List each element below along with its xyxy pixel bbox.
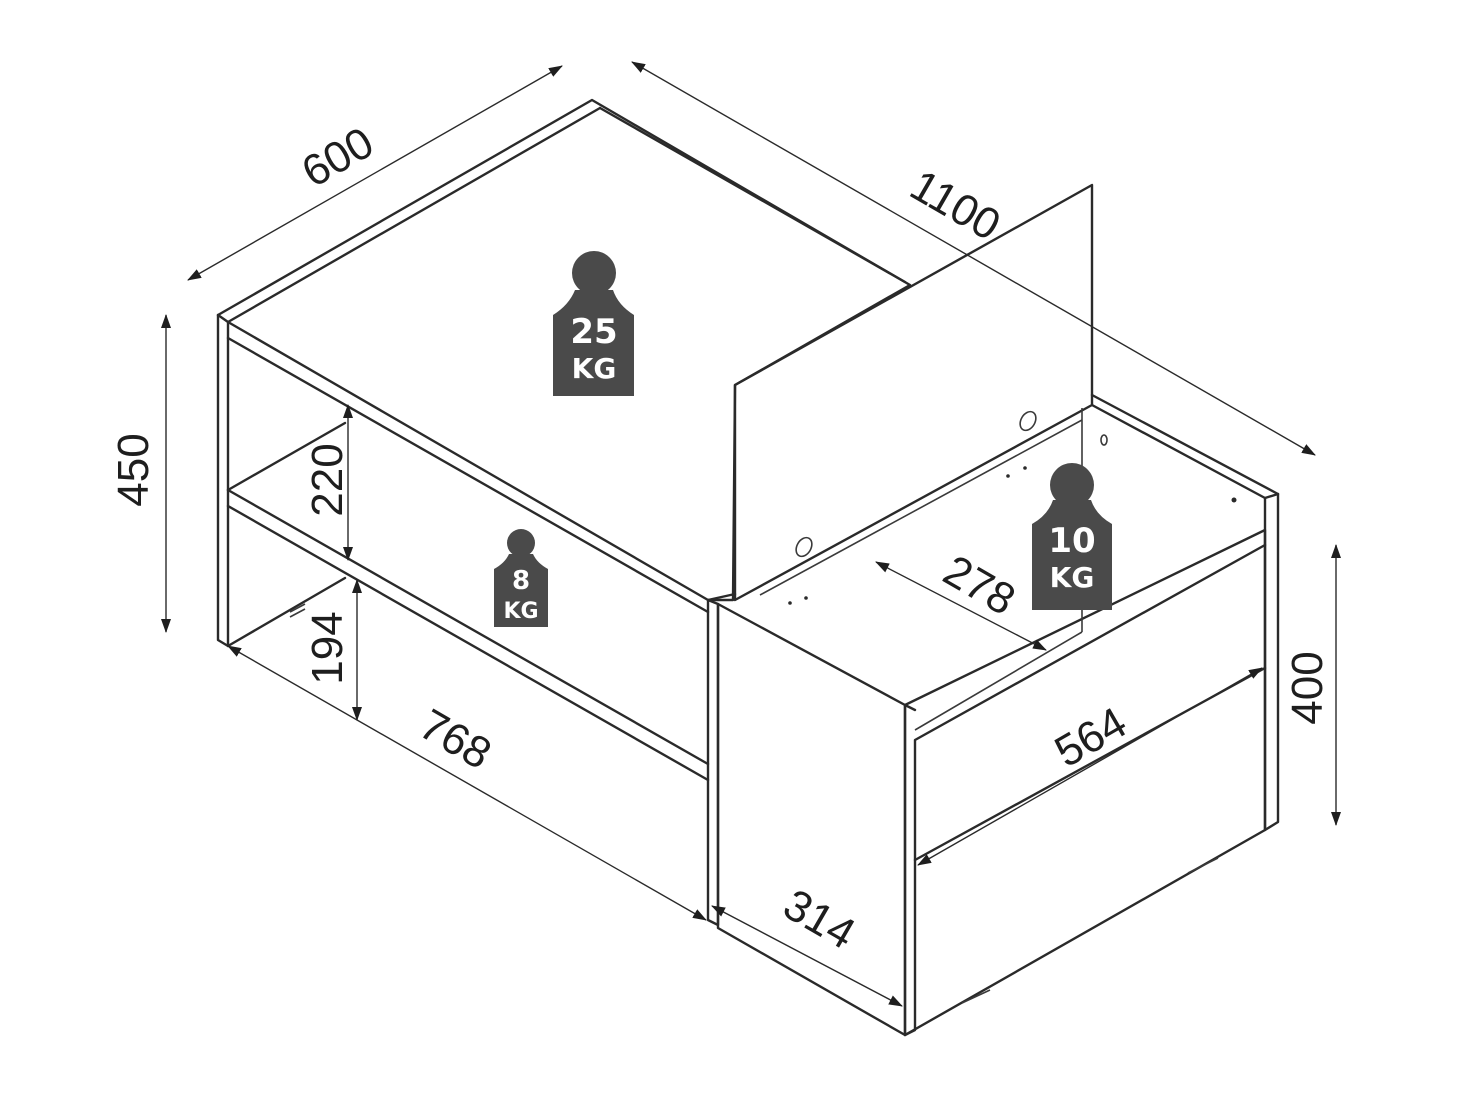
label-box-depth: 314 [775,880,863,959]
weight-top-unit: KG [572,352,617,385]
label-length: 1100 [902,161,1008,251]
label-depth: 600 [294,118,382,197]
label-box-height: 400 [1283,651,1332,724]
label-height: 450 [109,433,158,506]
label-shelf-gap: 220 [303,443,352,516]
label-box-inner: 278 [935,546,1023,625]
dim-line-box-depth [711,905,903,1007]
label-box-width: 564 [1047,698,1135,777]
label-open-width: 768 [411,700,499,779]
weight-icon-top: 25 KG [553,251,634,396]
weight-icon-shelf: 8 KG [494,529,548,627]
weight-shelf-unit: KG [503,599,538,624]
weight-box-value: 10 [1048,521,1095,561]
dim-line-box-inner [875,561,1047,651]
dimension-lines [161,61,1341,1007]
dim-line-box-width [917,667,1263,866]
weight-shelf-value: 8 [512,566,530,596]
weight-top-value: 25 [570,312,617,352]
weight-icon-box: 10 KG [1032,463,1112,610]
dim-line-length [631,61,1316,456]
dim-line-depth [187,65,563,281]
weight-box-unit: KG [1050,561,1095,594]
label-bottom-gap: 194 [303,611,352,684]
dim-line-open-width [227,645,707,921]
